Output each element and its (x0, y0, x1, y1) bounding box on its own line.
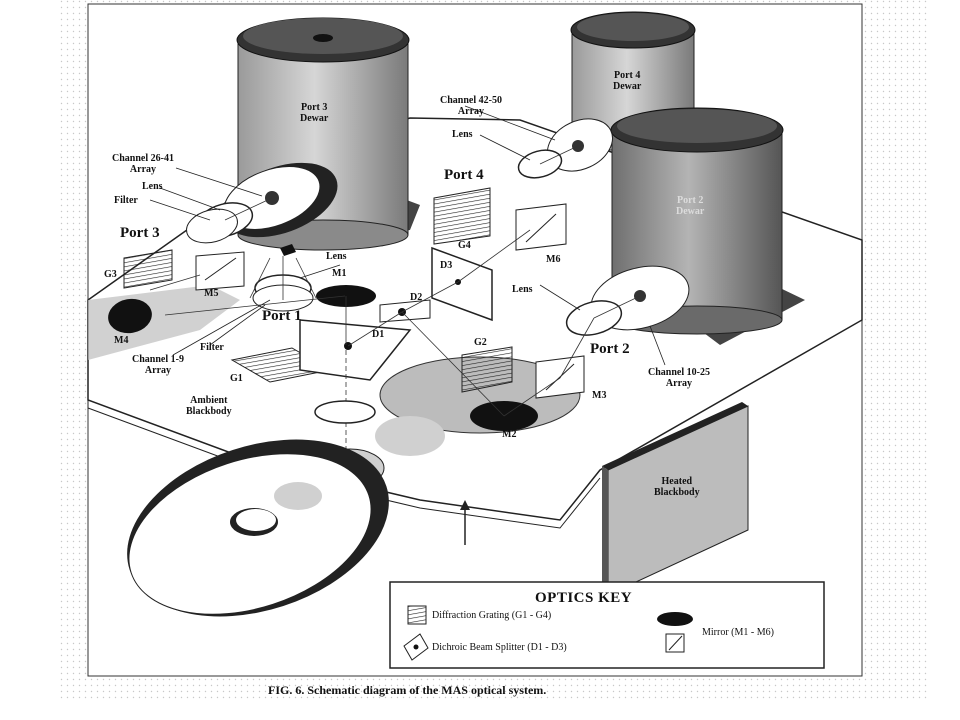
m5-label: M5 (204, 288, 219, 299)
port3-lens-label: Lens (142, 181, 163, 192)
dichroic-d1 (299, 319, 412, 381)
port3-filter (186, 208, 238, 244)
port4-lens-label: Lens (452, 129, 473, 140)
input-arrowhead (460, 500, 470, 510)
port1-lens-label: Lens (326, 251, 347, 262)
m3-label: M3 (592, 390, 607, 401)
port3-filter-label: Filter (114, 195, 138, 206)
heated-blackbody (602, 402, 749, 596)
m6-label: M6 (546, 254, 561, 265)
key-grating-label: Diffraction Grating (G1 - G4) (432, 610, 552, 621)
aperture-disc-1 (375, 416, 445, 456)
scan-disc (127, 439, 389, 617)
port1-filter-label: Filter (200, 342, 224, 353)
optics-key (389, 581, 825, 669)
m4-label: M4 (114, 335, 129, 346)
key-beamsplitter-label: Dichroic Beam Splitter (D1 - D3) (432, 642, 567, 653)
key-mirror-label: Mirror (M1 - M6) (702, 627, 774, 638)
grating-g2 (461, 346, 513, 393)
port2-dewar (610, 107, 805, 345)
dichroic-d3 (431, 246, 493, 322)
port1-top-reflector (280, 244, 296, 256)
aperture-ring (314, 400, 376, 424)
grating-g3 (123, 249, 173, 289)
mirror-m5 (195, 251, 245, 291)
d1-label: D1 (372, 329, 385, 340)
m1-label: M1 (332, 268, 347, 279)
beam-lines (149, 145, 641, 417)
mirror-m6 (515, 203, 567, 251)
optics-key-title: OPTICS KEY (535, 590, 633, 606)
key-mirror-icon (657, 612, 693, 626)
grating-g4 (433, 187, 491, 245)
port2-label: Port 2 (590, 341, 630, 357)
port4-label: Port 4 (444, 167, 484, 183)
leader-lines (149, 105, 666, 366)
g4-label: G4 (458, 240, 471, 251)
d2-label: D2 (410, 292, 423, 303)
key-grating-icon (407, 605, 427, 625)
g1-label: G1 (230, 373, 243, 384)
port2-lens-label: Lens (512, 284, 533, 295)
m2-label: M2 (502, 429, 517, 440)
figure-caption: FIG. 6. Schematic diagram of the MAS opt… (268, 683, 547, 697)
g3-label: G3 (104, 269, 117, 280)
d3-label: D3 (440, 260, 453, 271)
g2-label: G2 (474, 337, 487, 348)
port3-label: Port 3 (120, 225, 160, 241)
mirror-m4 (108, 298, 152, 334)
port1-label: Port 1 (262, 308, 302, 324)
